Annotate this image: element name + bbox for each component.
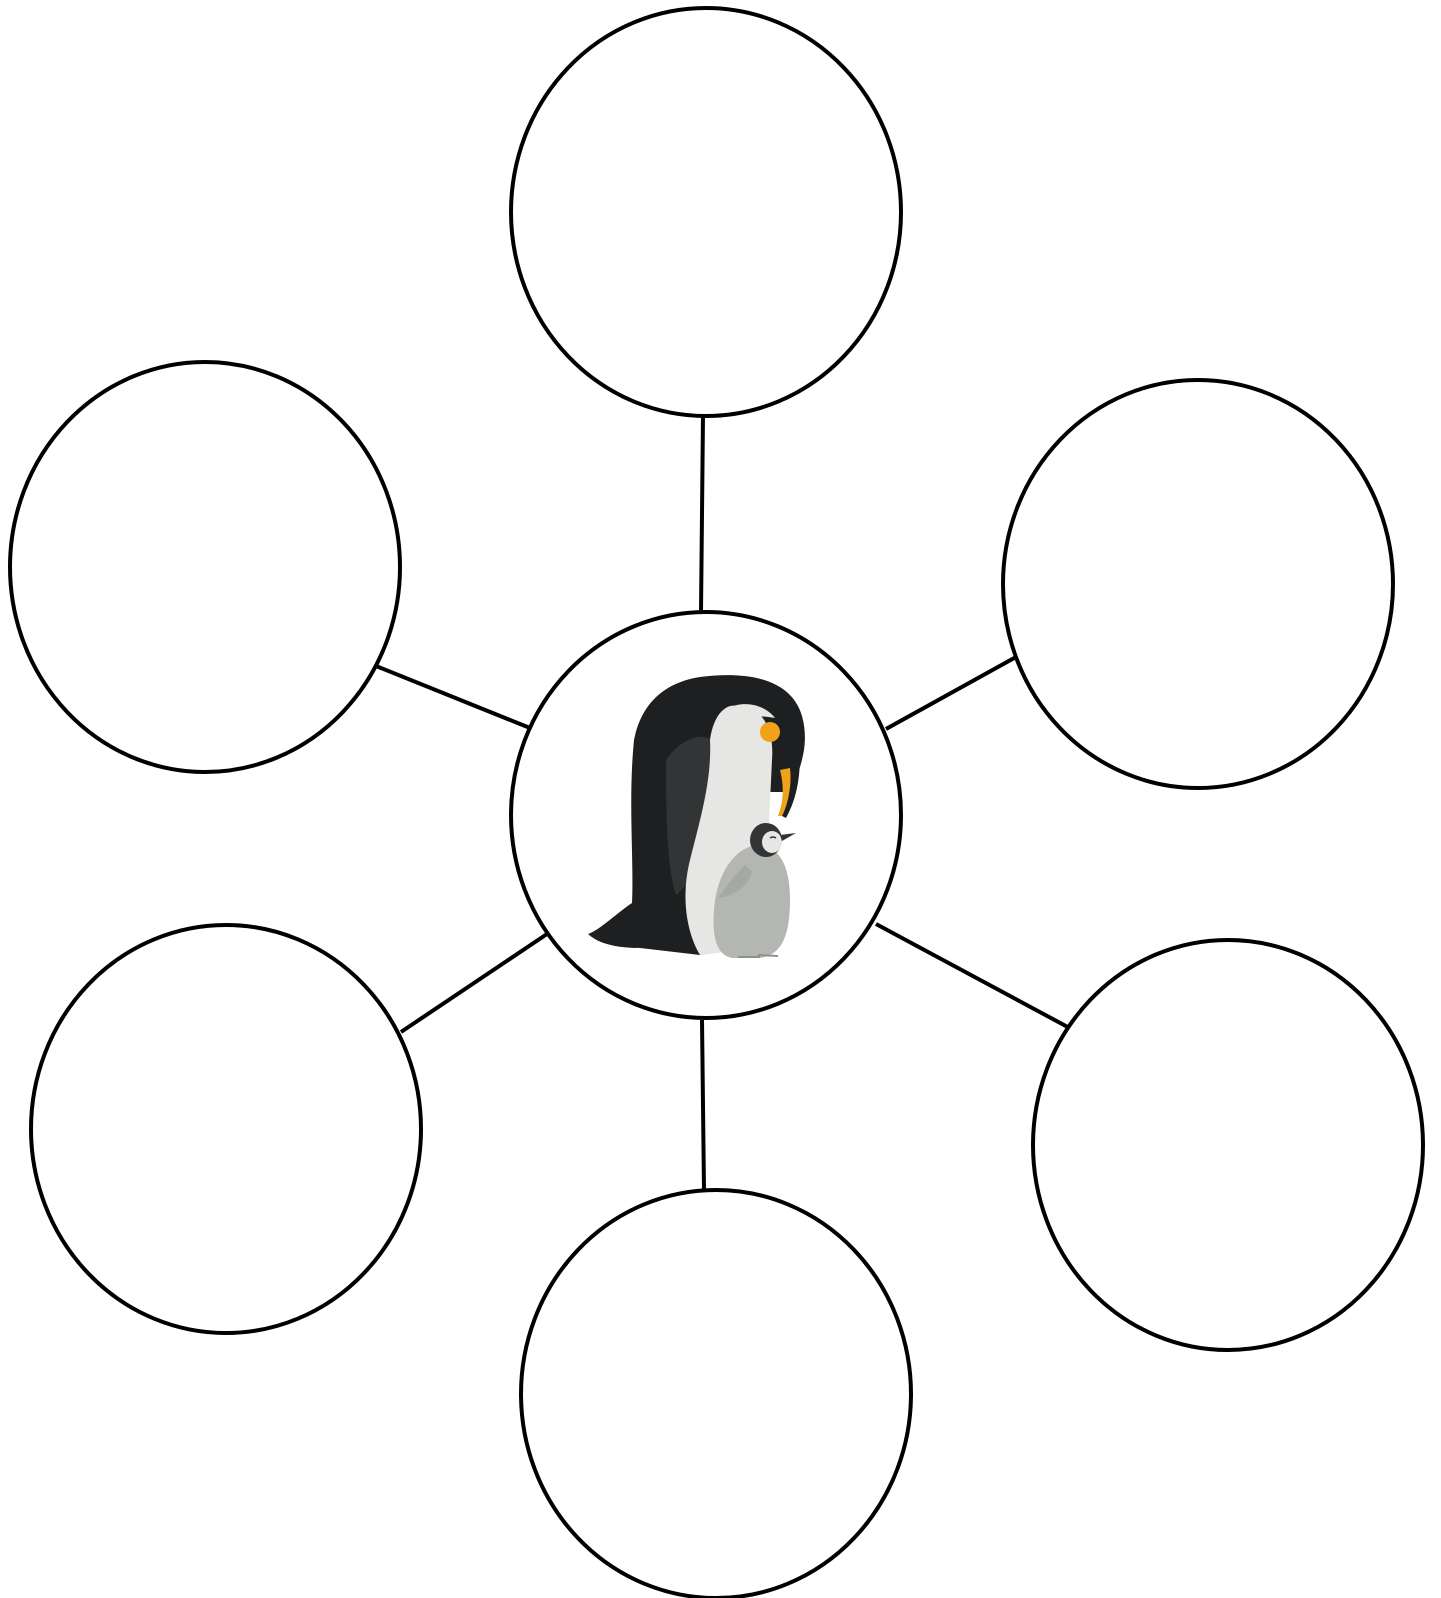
connector-top <box>701 415 703 612</box>
outer-node-upper-left[interactable] <box>10 362 400 772</box>
outer-node-lower-left[interactable] <box>31 925 421 1333</box>
connector-upper-left <box>376 666 530 728</box>
outer-node-lower-right[interactable] <box>1033 940 1423 1350</box>
penguin-chick-face <box>762 831 782 853</box>
outer-node-top[interactable] <box>511 8 901 416</box>
connector-lower-right <box>876 924 1077 1032</box>
penguin-ear-patch <box>760 722 780 742</box>
outer-node-upper-right[interactable] <box>1003 380 1393 788</box>
center-node <box>511 612 901 1018</box>
connector-lower-left <box>401 934 547 1032</box>
connector-bottom <box>702 1020 704 1190</box>
connector-upper-right <box>886 657 1016 729</box>
outer-node-bottom[interactable] <box>521 1190 911 1598</box>
